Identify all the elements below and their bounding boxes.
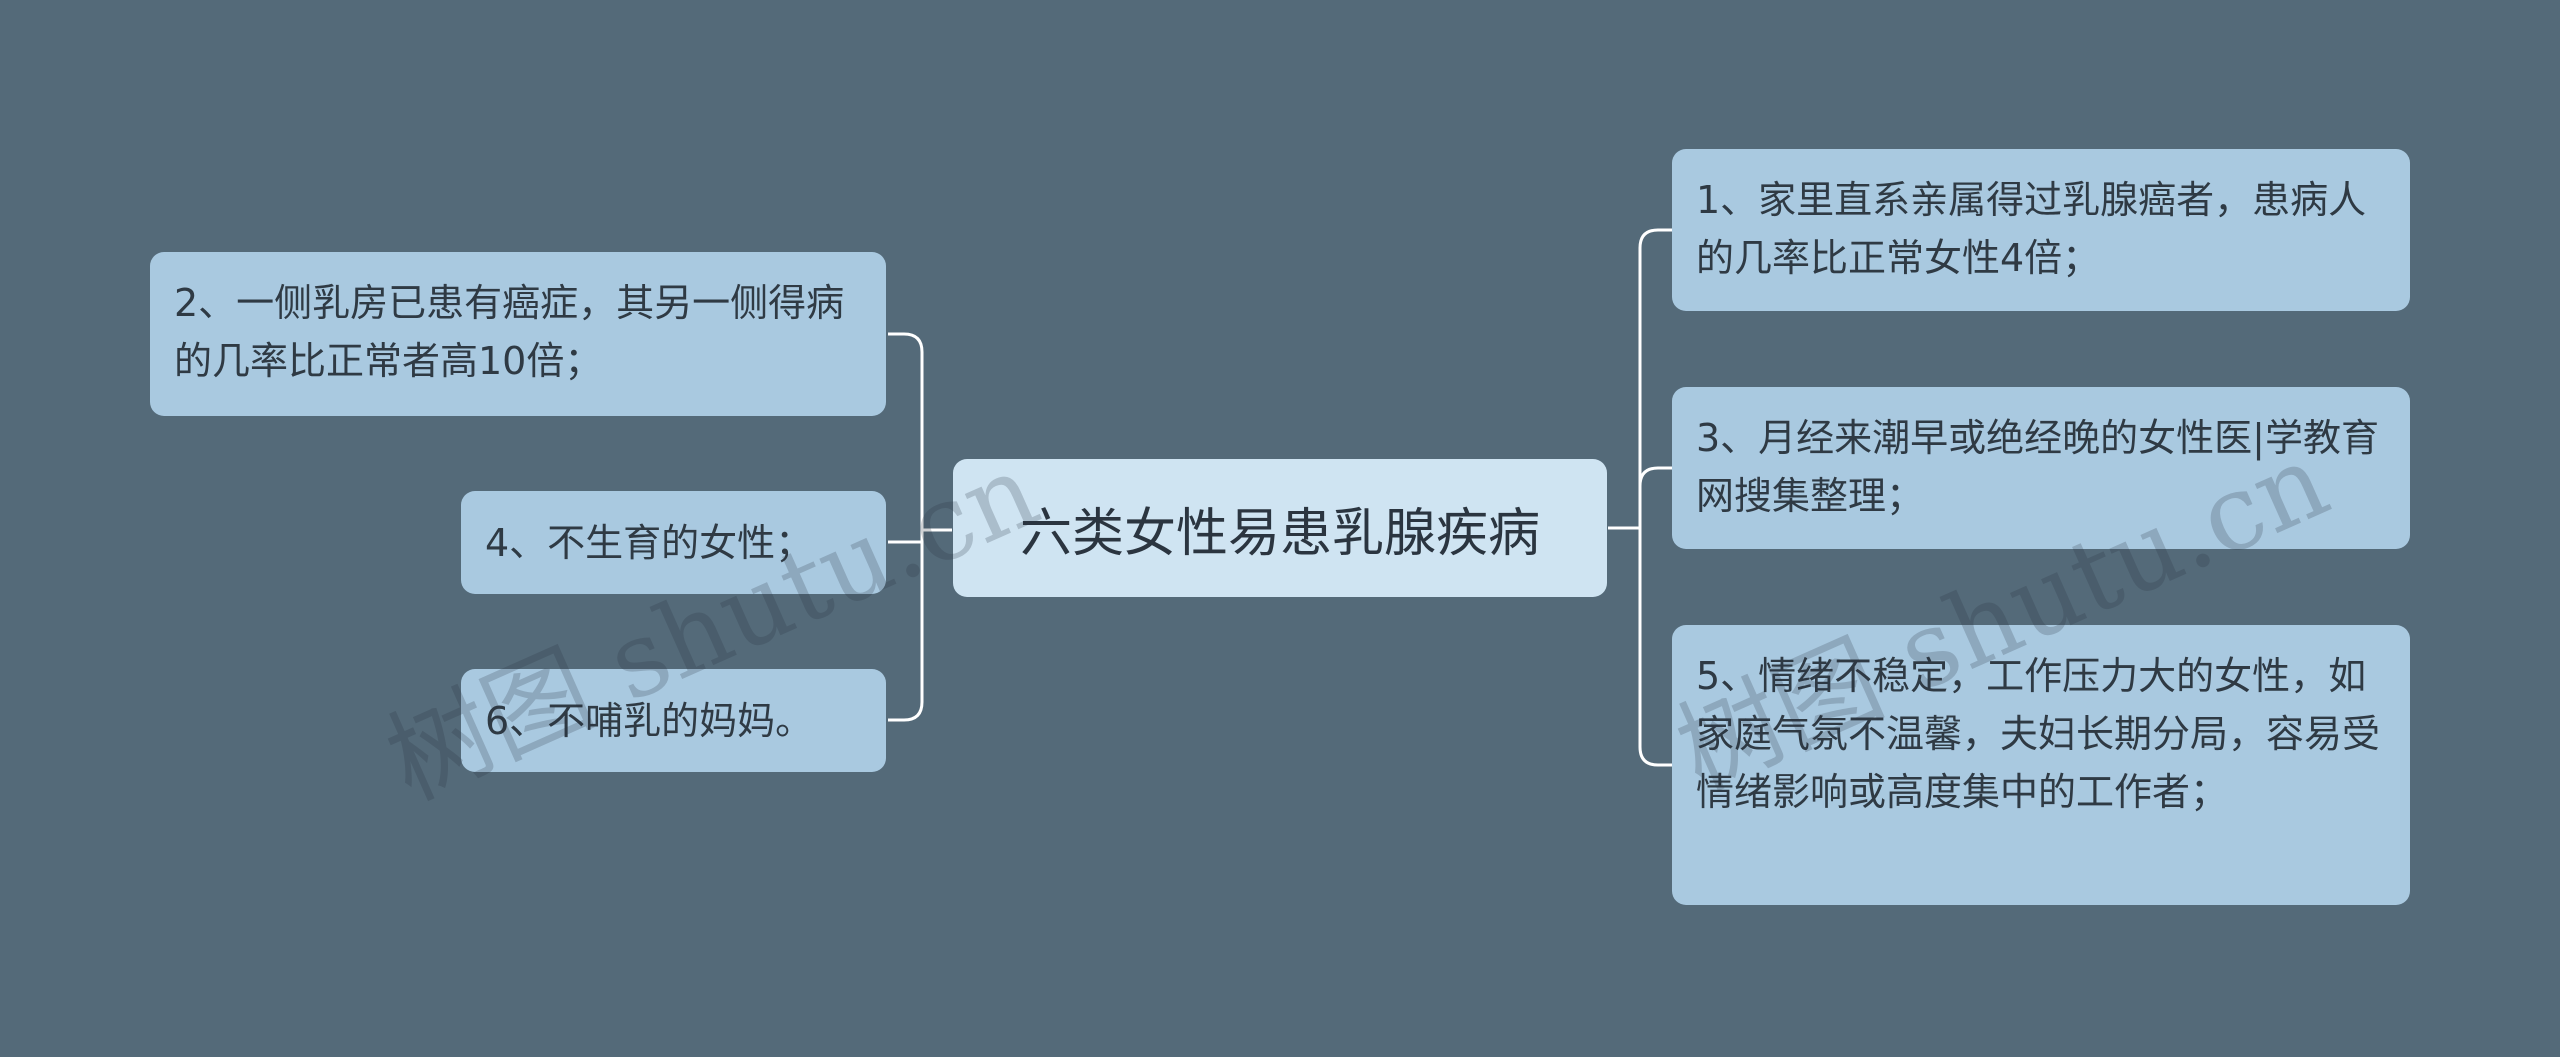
topic-node-item-6[interactable]: 6、不哺乳的妈妈。 <box>461 669 886 772</box>
root-node[interactable]: 六类女性易患乳腺疾病 <box>953 459 1607 597</box>
topic-node-item-1[interactable]: 1、家里直系亲属得过乳腺癌者，患病人的几率比正常女性4倍； <box>1672 149 2410 311</box>
topic-node-item-3[interactable]: 3、月经来潮早或绝经晚的女性医|学教育网搜集整理； <box>1672 387 2410 549</box>
connector-right-item-3 <box>1638 466 1672 528</box>
topic-node-text: 5、情绪不稳定，工作压力大的女性，如家庭气氛不温馨，夫妇长期分局，容易受情绪影响… <box>1696 654 2381 814</box>
connector-left-item-2 <box>888 332 924 530</box>
topic-node-text: 1、家里直系亲属得过乳腺癌者，患病人的几率比正常女性4倍； <box>1696 178 2367 280</box>
connector-right-item-1 <box>1638 228 1672 528</box>
topic-node-text: 4、不生育的女性； <box>485 520 814 565</box>
topic-node-text: 3、月经来潮早或绝经晚的女性医|学教育网搜集整理； <box>1696 416 2379 518</box>
connector-right-item-5 <box>1638 528 1672 767</box>
root-node-label: 六类女性易患乳腺疾病 <box>1019 503 1540 564</box>
topic-node-item-4[interactable]: 4、不生育的女性； <box>461 491 886 594</box>
connector-left-item-6 <box>888 530 924 722</box>
topic-node-text: 6、不哺乳的妈妈。 <box>485 698 814 743</box>
connector-left-item-4 <box>888 530 924 544</box>
topic-node-text: 2、一侧乳房已患有癌症，其另一侧得病的几率比正常者高10倍； <box>174 281 845 383</box>
topic-node-item-2[interactable]: 2、一侧乳房已患有癌症，其另一侧得病的几率比正常者高10倍； <box>150 252 886 416</box>
topic-node-item-5[interactable]: 5、情绪不稳定，工作压力大的女性，如家庭气氛不温馨，夫妇长期分局，容易受情绪影响… <box>1672 625 2410 905</box>
